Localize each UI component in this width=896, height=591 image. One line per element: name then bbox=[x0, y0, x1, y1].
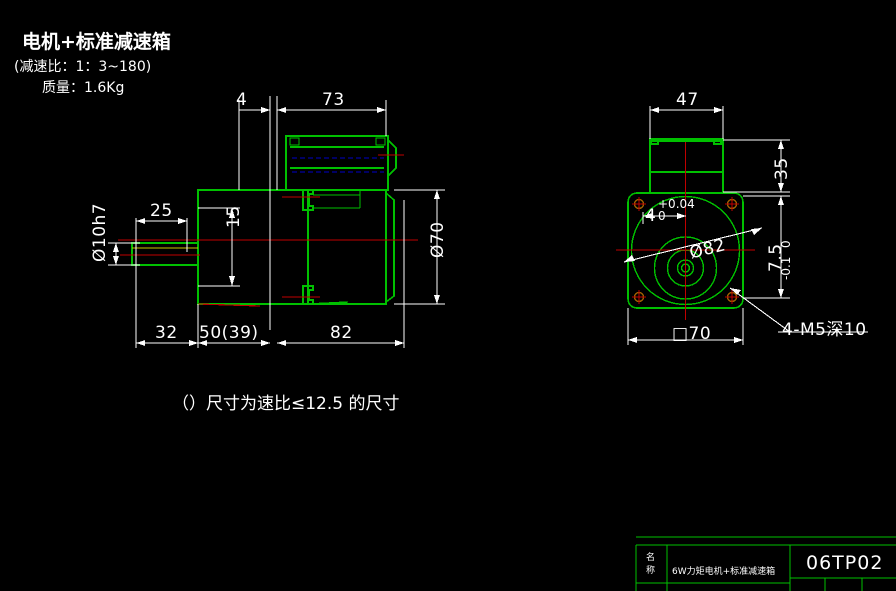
front-view-centerlines bbox=[616, 142, 755, 320]
terminal-screws bbox=[289, 137, 386, 146]
side-view-arrowheads bbox=[113, 107, 440, 346]
title-block-frame bbox=[635, 536, 896, 591]
dim-25-key: 25 bbox=[150, 201, 173, 221]
gearbox-internal-lines bbox=[307, 190, 361, 305]
front-view-arrowheads bbox=[624, 107, 784, 343]
motor-body-outline bbox=[307, 189, 387, 305]
front-view-dimension-lines bbox=[623, 106, 868, 345]
motor-end-bell bbox=[385, 190, 395, 304]
mounting-hole-crosses bbox=[632, 197, 739, 304]
dim-73-top: 73 bbox=[322, 90, 345, 110]
title-block-part-number: 06TP02 bbox=[806, 552, 884, 574]
dim-body-diameter: Ø70 bbox=[428, 221, 448, 258]
front-terminal-box bbox=[649, 138, 724, 194]
dim-4-boss: 4 bbox=[645, 206, 657, 226]
dim-15-height: 15 bbox=[224, 205, 244, 228]
dim-7p5-tol-lower: -0.1 bbox=[779, 256, 793, 280]
dim-47-top: 47 bbox=[676, 90, 699, 110]
gearbox-body-outline bbox=[197, 189, 309, 305]
dim-4-boss-tol-lower: 0 bbox=[658, 209, 666, 223]
dim-4-top: 4 bbox=[236, 90, 248, 110]
thread-callout: 4-M5深10 bbox=[782, 320, 867, 340]
output-shaft bbox=[131, 242, 199, 266]
side-view-centerlines bbox=[118, 154, 418, 307]
terminal-box-outline bbox=[285, 135, 397, 191]
dim-32-bottom: 32 bbox=[155, 323, 178, 343]
mounting-boss-lower bbox=[302, 285, 314, 305]
drawing-note: （）尺寸为速比≤12.5 的尺寸 bbox=[172, 394, 400, 414]
dim-4-boss-tol-upper: +0.04 bbox=[658, 197, 695, 211]
dim-7p5-tol-upper: 0 bbox=[779, 240, 793, 248]
terminal-box-hidden-lines bbox=[292, 157, 384, 173]
dim-50-39-bottom: 50(39) bbox=[199, 323, 259, 343]
title-block-part-name: 6W力矩电机+标准减速箱 bbox=[672, 567, 776, 577]
page-title: 电机+标准减速箱 bbox=[22, 31, 171, 53]
mounting-boss-upper bbox=[302, 189, 314, 211]
dim-82-bottom: 82 bbox=[330, 323, 353, 343]
title-block-label: 名称 bbox=[646, 553, 656, 576]
ratio-note: (减速比：1：3~180) bbox=[14, 59, 152, 75]
dim-shaft-diameter: Ø10h7 bbox=[90, 202, 110, 262]
dim-square-70: □70 bbox=[672, 324, 712, 344]
dim-35-right: 35 bbox=[772, 157, 792, 180]
side-view-dimension-lines bbox=[108, 96, 445, 348]
mass-note: 质量：1.6Kg bbox=[42, 80, 125, 96]
